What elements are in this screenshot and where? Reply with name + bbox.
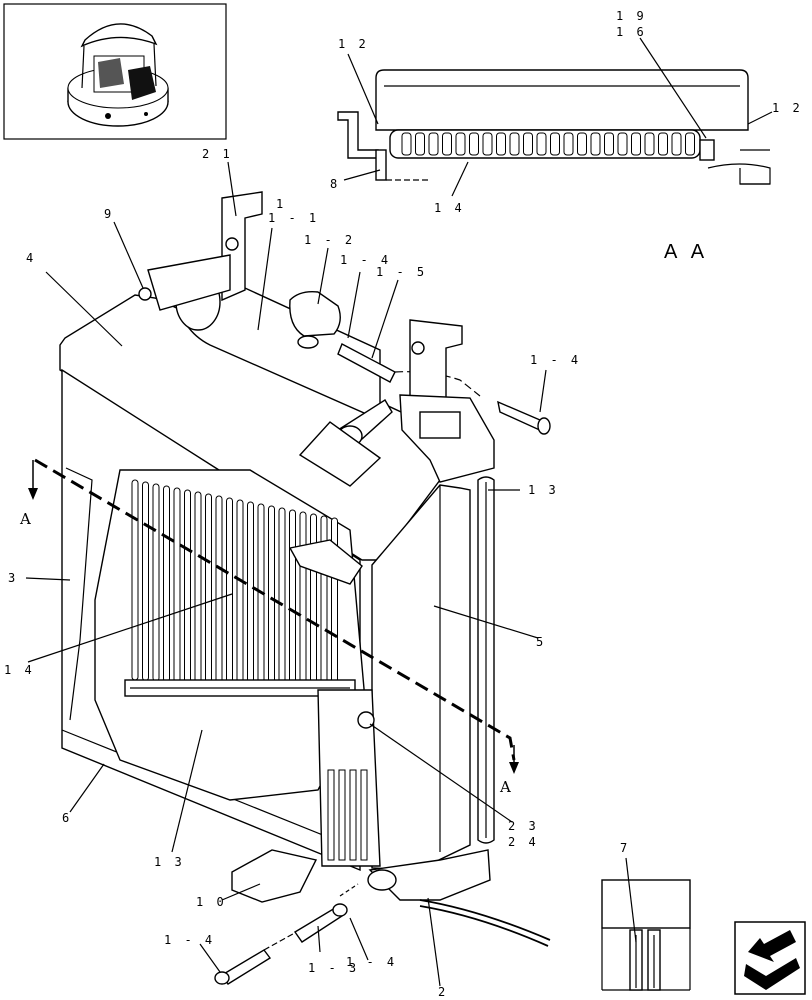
core-fin	[590, 132, 601, 156]
radiator-fin	[236, 499, 244, 686]
callout-10: 1 0	[196, 895, 227, 909]
section-aa-detail	[337, 69, 771, 185]
radiator-fin	[152, 483, 160, 682]
callout-2: 2	[438, 985, 448, 999]
radiator-fin	[163, 485, 170, 682]
core-fin	[563, 132, 574, 156]
core-fin	[658, 132, 668, 156]
core-fin	[631, 132, 641, 156]
callout-1-3: 1 - 3	[308, 961, 359, 975]
bracket-slat	[338, 769, 346, 861]
radiator-fin	[247, 501, 254, 686]
callout-23: 2 3	[508, 819, 539, 833]
callout-1-4-bottom-left: 1 - 4	[164, 933, 215, 947]
bracket-slat	[327, 769, 335, 861]
callout-1-4-right: 1 - 4	[530, 353, 581, 367]
callout-1-1: 1 - 1	[268, 211, 319, 225]
callout-1-2: 1 - 2	[304, 233, 355, 247]
section-marker-right: A	[499, 778, 511, 796]
bracket-slat	[349, 769, 357, 861]
radiator-fin	[289, 509, 296, 688]
core-fin	[536, 132, 547, 156]
radiator-fin	[278, 507, 286, 688]
leader-lines	[25, 37, 773, 987]
callout-16: 1 6	[616, 25, 647, 39]
next-page-arrow-icon[interactable]	[734, 921, 806, 995]
callout-1-4-bottom-mid: 1 - 4	[346, 955, 397, 969]
radiator-fin	[299, 511, 307, 689]
core-fin	[401, 132, 412, 156]
callout-5: 5	[536, 635, 546, 649]
bracket-slat	[360, 769, 368, 861]
callout-19: 1 9	[616, 9, 647, 23]
section-marker-left: A	[19, 510, 31, 528]
callout-12-right: 1 2	[772, 101, 803, 115]
radiator-fin	[142, 481, 149, 681]
core-fin	[550, 132, 560, 156]
radiator-fin	[131, 479, 139, 681]
callout-21: 2 1	[202, 147, 233, 161]
machine-overview-thumbnail	[3, 3, 227, 140]
callout-12-left: 1 2	[338, 37, 369, 51]
core-fin	[617, 132, 628, 156]
callout-14-top: 1 4	[434, 201, 465, 215]
core-fin	[644, 132, 655, 156]
callout-1: 1	[276, 197, 286, 211]
callout-8: 8	[330, 177, 340, 191]
core-fin	[428, 132, 439, 156]
core-fin	[442, 132, 452, 156]
callout-4: 4	[26, 251, 36, 265]
core-fin	[415, 132, 425, 156]
radiator-fin	[184, 489, 191, 683]
radiator-fin	[215, 495, 223, 685]
callout-13-right: 1 3	[528, 483, 559, 497]
core-fin	[671, 132, 682, 156]
radiator-assembly	[59, 191, 551, 985]
callout-1-5: 1 - 5	[376, 265, 427, 279]
core-fin	[469, 132, 479, 156]
callout-labels: 2 1 1 1 - 1 9 1 - 2 4 1 - 4 1 - 5 1 - 4 …	[4, 9, 803, 999]
callout-13-bottom: 1 3	[154, 855, 185, 869]
callout-3: 3	[8, 571, 18, 585]
core-fin	[604, 132, 614, 156]
callout-9: 9	[104, 207, 114, 221]
radiator-fin	[194, 491, 202, 684]
section-label: A A	[664, 241, 709, 263]
callout-14-left: 1 4	[4, 663, 35, 677]
core-fin	[523, 132, 533, 156]
section-cut-line	[28, 458, 519, 774]
clip-detail	[601, 879, 691, 991]
radiator-fin	[310, 513, 317, 689]
callout-7: 7	[620, 841, 630, 855]
core-fin	[482, 132, 493, 156]
radiator-fin	[205, 493, 212, 684]
core-fin	[685, 132, 695, 156]
callout-6: 6	[62, 811, 72, 825]
callout-24: 2 4	[508, 835, 539, 849]
radiator-fin	[226, 497, 233, 685]
radiator-fin	[268, 505, 275, 687]
core-fin	[455, 132, 466, 156]
core-fin	[509, 132, 520, 156]
radiator-fin	[173, 487, 181, 683]
core-fin	[577, 132, 587, 156]
callout-1-4-top: 1 - 4	[340, 253, 391, 267]
core-fin	[496, 132, 506, 156]
